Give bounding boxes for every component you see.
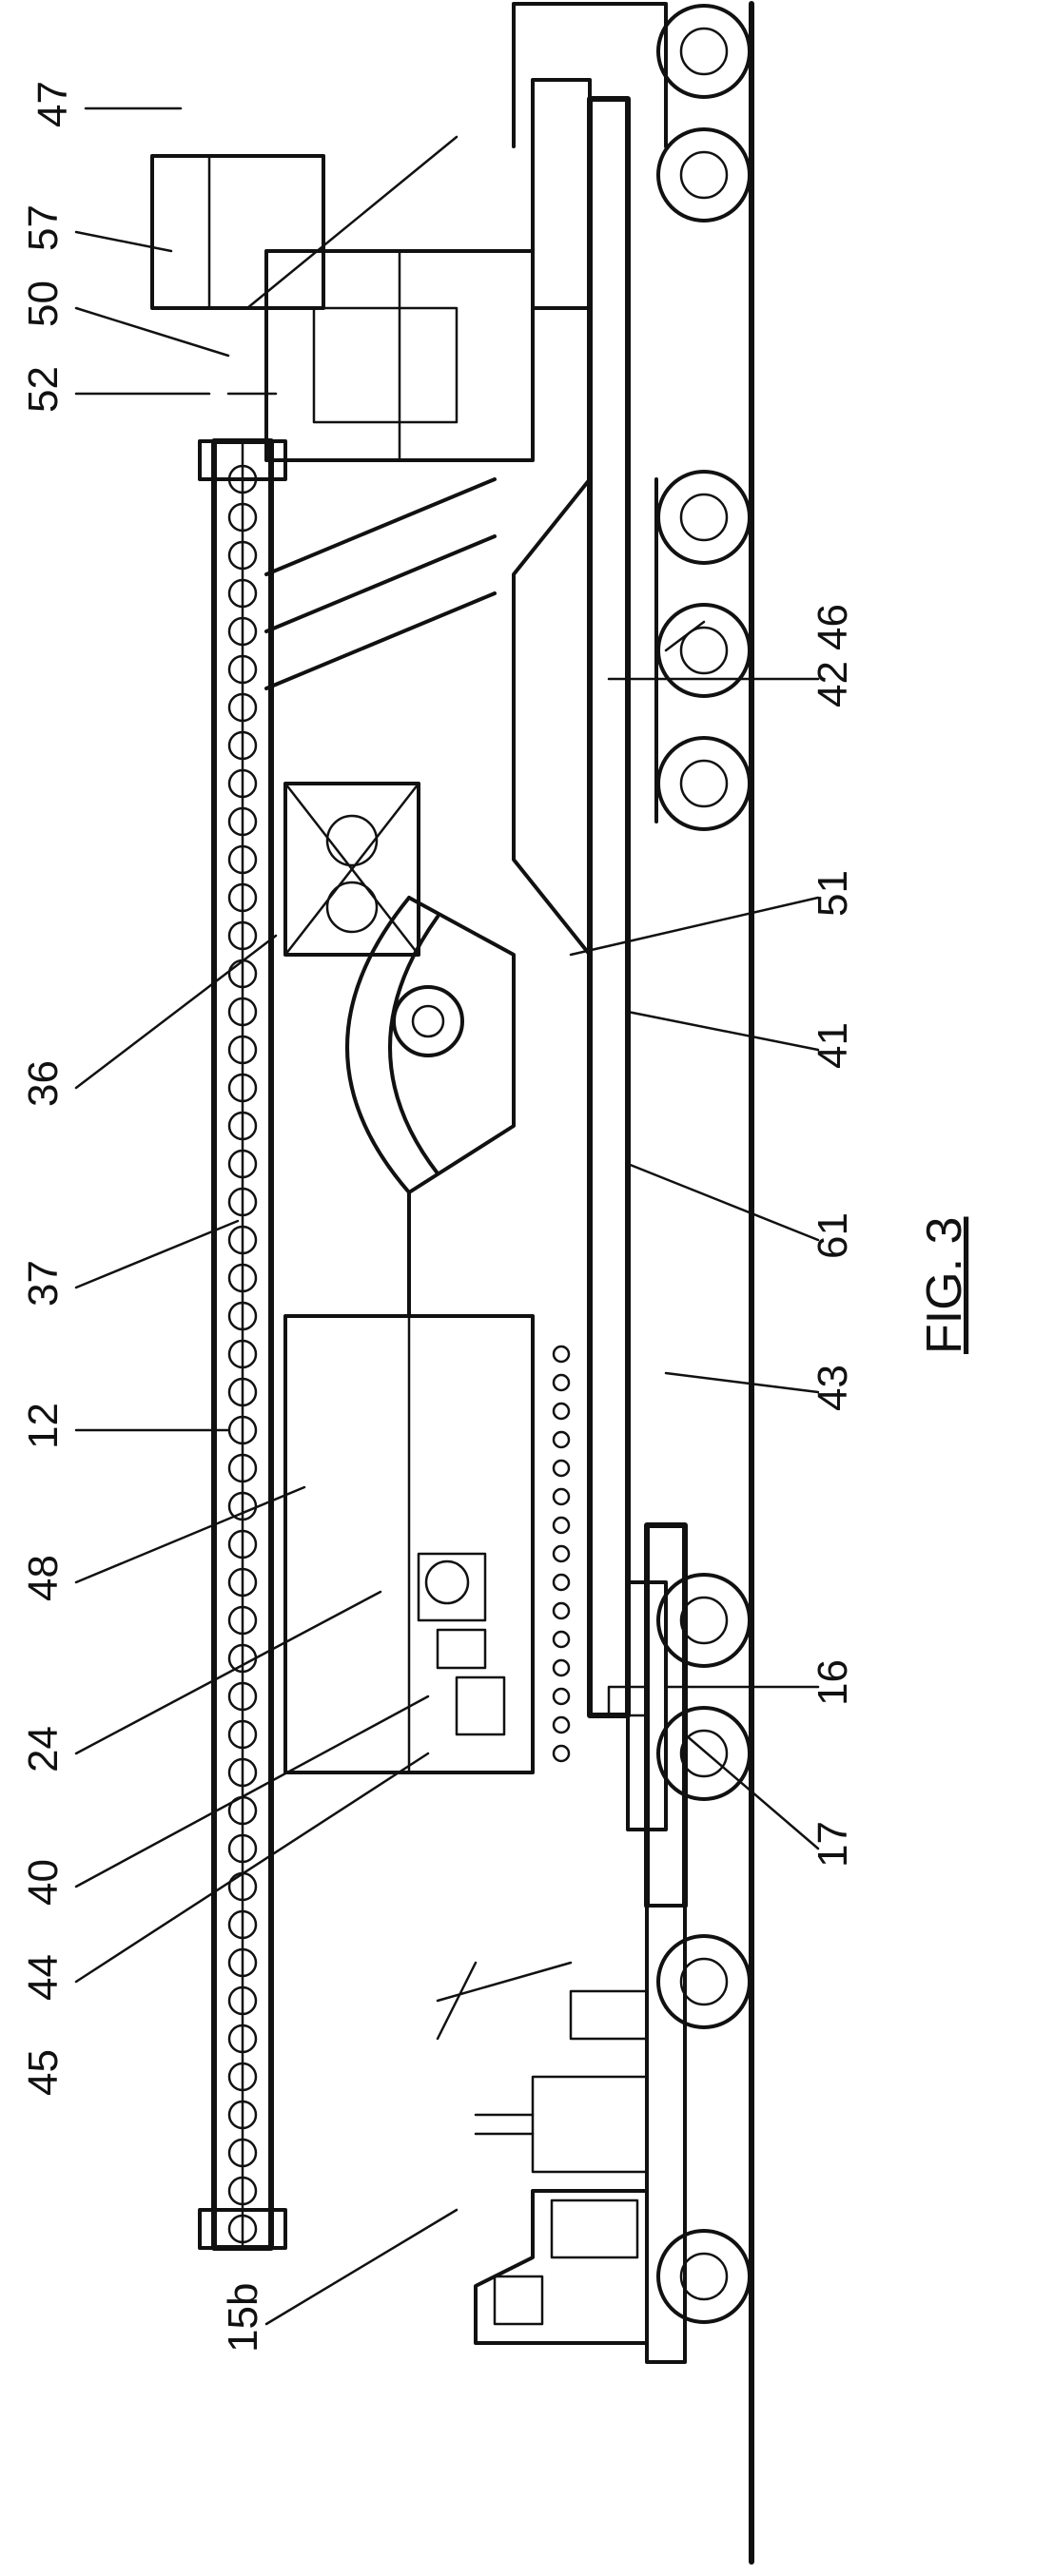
ref-48: 48 [20, 1555, 67, 1601]
ref-12: 12 [20, 1403, 67, 1449]
ref-15b: 15b [220, 2283, 266, 2353]
chassis-rivet [554, 1404, 569, 1419]
wheel [658, 1575, 750, 1666]
chassis-rivet [554, 1546, 569, 1561]
ref-51: 51 [810, 870, 856, 917]
drawworks [285, 784, 514, 1316]
chassis-rivet [554, 1717, 569, 1733]
jeep-dolly [658, 6, 750, 221]
wheel [658, 605, 750, 696]
chassis-rivet [554, 1346, 569, 1362]
ref-17: 17 [810, 1821, 856, 1868]
ref-42: 42 [810, 661, 856, 707]
ref-43: 43 [810, 1365, 856, 1411]
chassis-rivet [554, 1489, 569, 1504]
chassis-rivet [554, 1632, 569, 1647]
mast [200, 441, 285, 2248]
chassis-rivet [554, 1575, 569, 1590]
ref-40: 40 [20, 1859, 67, 1906]
ref-57: 57 [20, 204, 67, 251]
ref-16: 16 [810, 1659, 856, 1706]
ref-50: 50 [20, 281, 67, 327]
figure-caption: FIG. 3 [917, 1217, 972, 1354]
chassis-rivet [554, 1689, 569, 1704]
ref-61: 61 [810, 1212, 856, 1259]
tractor-truck [438, 1906, 750, 2362]
chassis-rivet [554, 1375, 569, 1390]
wheel [658, 6, 750, 97]
chassis-rivet [554, 1432, 569, 1447]
wheel [658, 472, 750, 563]
chassis-rivet [554, 1603, 569, 1618]
rear-axle-group [656, 472, 750, 829]
chassis-rivet [554, 1746, 569, 1761]
ref-44: 44 [20, 1954, 67, 2001]
ref-41: 41 [810, 1022, 856, 1069]
leader-lines [76, 108, 818, 2324]
ref-37: 37 [20, 1260, 67, 1307]
ref-36: 36 [20, 1060, 67, 1107]
wheel [658, 738, 750, 829]
wheel [658, 1708, 750, 1799]
wheel [658, 129, 750, 221]
ref-47: 47 [29, 81, 76, 127]
chassis-rivet [554, 1518, 569, 1533]
ref-52: 52 [20, 366, 67, 413]
chassis-rivet [554, 1461, 569, 1476]
mast-raising-structure [152, 137, 533, 688]
power-house [285, 1316, 569, 1772]
chassis-rivet [554, 1660, 569, 1675]
wheel [658, 2231, 750, 2322]
ref-45: 45 [20, 2049, 67, 2096]
ref-24: 24 [20, 1726, 67, 1772]
ref-46: 46 [810, 604, 856, 650]
wheel [658, 1936, 750, 2027]
